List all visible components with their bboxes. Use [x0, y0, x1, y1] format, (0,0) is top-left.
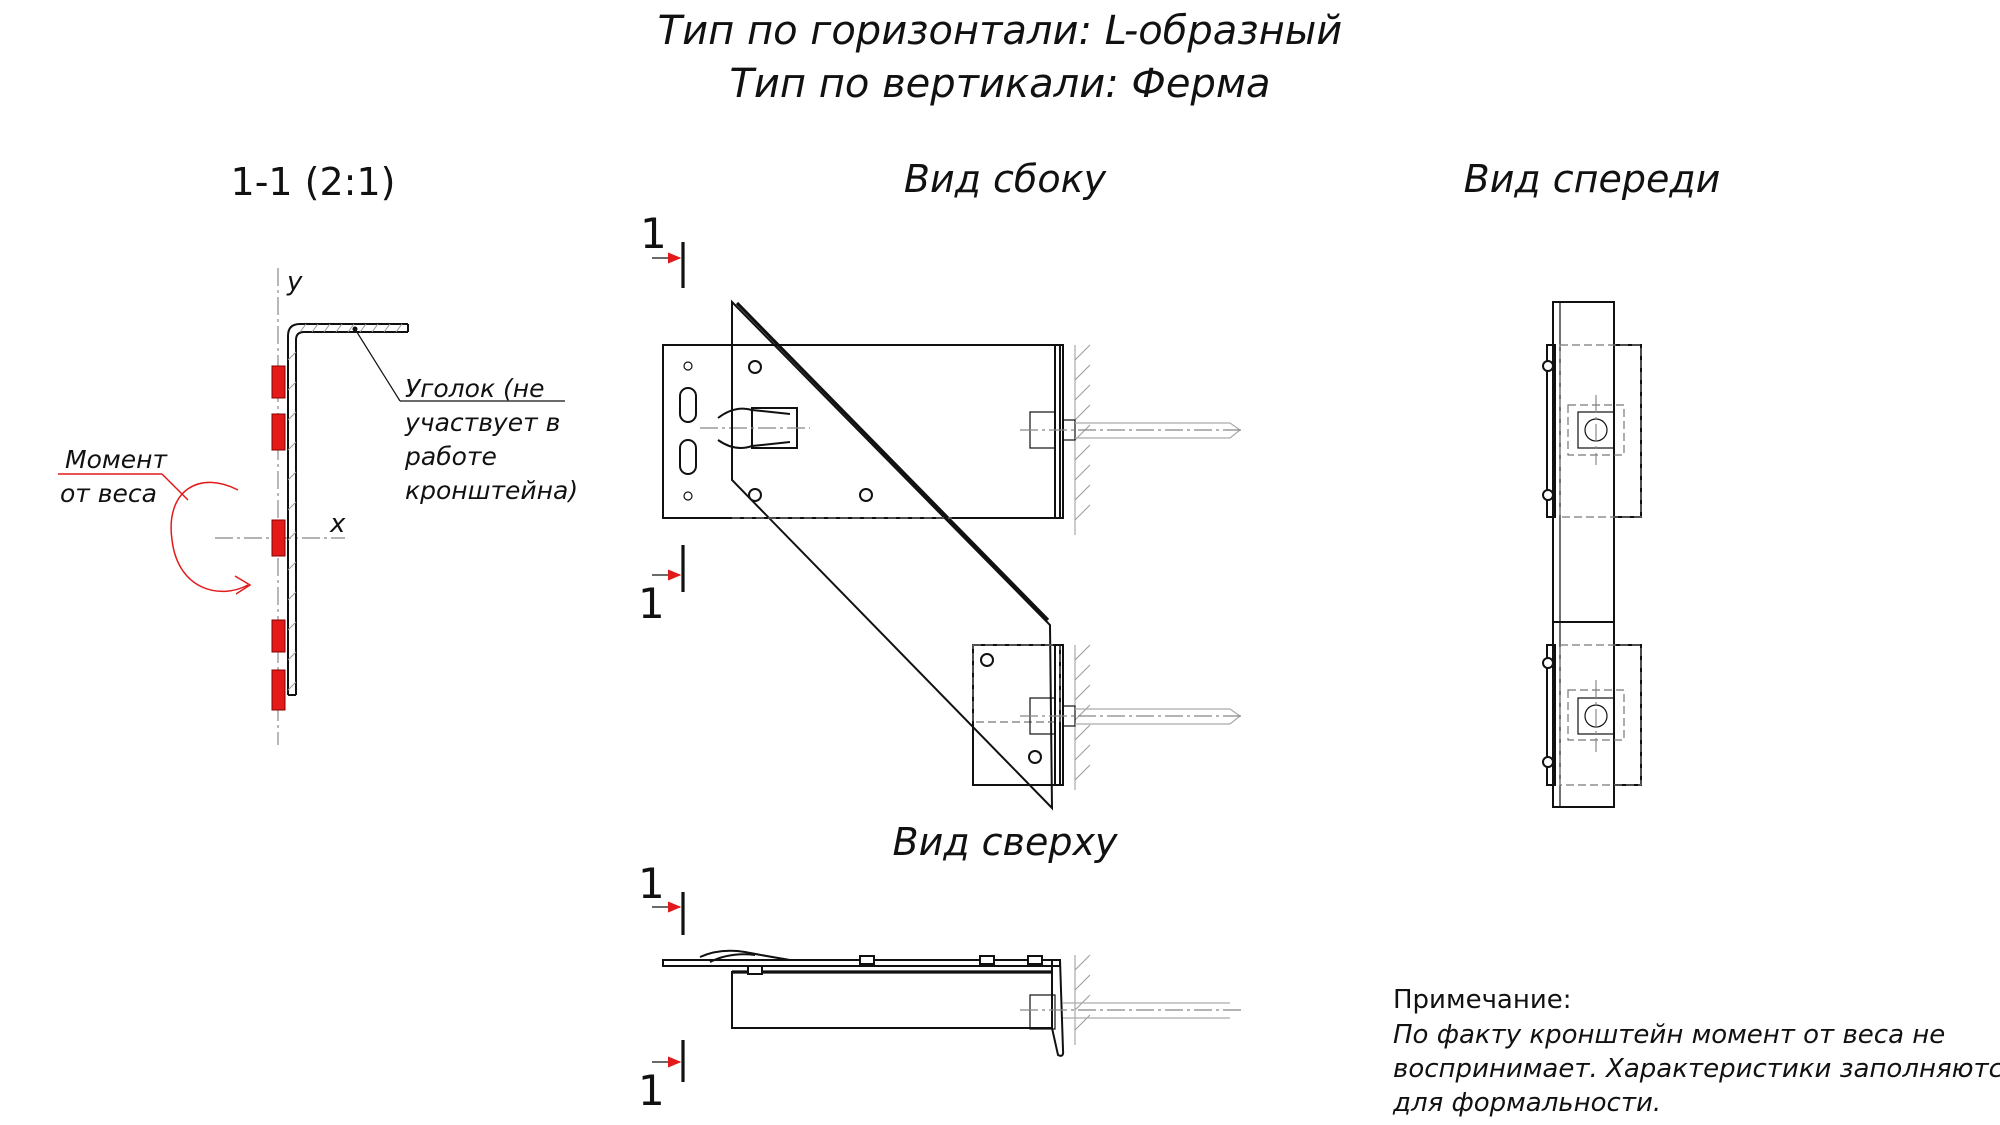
moment-leader — [161, 473, 189, 501]
section-title: 1-1 (2:1) — [231, 160, 396, 204]
angle-label-2: участвует в — [404, 408, 560, 437]
note-line-3: для формальности. — [1392, 1088, 1661, 1118]
moment-label-2: от веса — [60, 479, 157, 508]
angle-label-4: кронштейна) — [405, 476, 578, 505]
top-box — [731, 971, 1053, 1029]
front-upper-plate-left — [1546, 344, 1556, 518]
top-bolts — [747, 955, 1043, 975]
front-bolt-4 — [1542, 756, 1554, 768]
upper-wall-hatch — [1074, 344, 1091, 535]
bolt-markers-red — [271, 365, 286, 711]
cut-mark-top — [652, 242, 685, 288]
side-view-title: Вид сбоку — [904, 157, 1107, 201]
front-bolt-1 — [1542, 360, 1554, 372]
side-bolt-2 — [748, 488, 762, 502]
top-anchor — [1020, 994, 1245, 1030]
side-view: Вид сбоку 1 1 — [638, 157, 1245, 811]
moment-label-1: Момент — [65, 445, 168, 474]
lower-anchor — [1020, 697, 1245, 735]
upper-box — [662, 344, 1061, 519]
top-wall-plate — [1051, 959, 1065, 1057]
moment-arrowhead — [234, 575, 252, 595]
front-lower-box — [1613, 644, 1642, 786]
front-main-body — [1552, 301, 1615, 808]
top-view: Вид сверху 1 1 — [638, 820, 1245, 1115]
cut-label-3: 1 — [638, 859, 665, 908]
note-heading: Примечание: — [1393, 985, 1572, 1015]
front-upper-box — [1613, 344, 1642, 518]
header-line-1: Тип по горизонтали: L-образный — [658, 8, 1343, 54]
side-bolt-3 — [859, 488, 873, 502]
front-view-title: Вид спереди — [1464, 157, 1721, 201]
front-lower-plate-left — [1546, 644, 1556, 786]
section-1-1: 1-1 (2:1) y x — [58, 160, 578, 745]
side-bolt-1 — [748, 360, 762, 374]
top-rod — [699, 949, 791, 961]
note-line-1: По факту кронштейн момент от веса не — [1393, 1020, 1945, 1050]
front-bolt-3 — [1542, 657, 1554, 669]
top-cut-mark-lower — [652, 1040, 685, 1082]
angle-label-3: работе — [404, 442, 497, 471]
diagonal-strut — [731, 299, 1054, 811]
side-plate-slots — [679, 361, 697, 501]
front-view: Вид спереди — [1464, 157, 1721, 808]
front-bolt-2 — [1542, 489, 1554, 501]
top-cut-mark-upper — [652, 892, 685, 935]
front-lower-anchor — [1567, 680, 1625, 752]
axis-y-label: y — [286, 267, 303, 297]
angle-leader — [352, 326, 565, 402]
moment-arrow — [170, 481, 249, 593]
upper-anchor — [1020, 411, 1245, 449]
angle-profile — [287, 323, 409, 696]
inner-rod — [700, 407, 810, 449]
angle-label-1: Уголок (не — [405, 374, 544, 403]
note-line-2: воспринимает. Характеристики заполняются — [1393, 1054, 2000, 1084]
header-line-2: Тип по вертикали: Ферма — [729, 61, 1270, 107]
cut-label-4: 1 — [638, 1066, 665, 1115]
cut-label-2: 1 — [638, 579, 665, 628]
cut-label-1: 1 — [640, 209, 667, 258]
cut-mark-bottom — [652, 545, 685, 592]
front-upper-anchor — [1567, 395, 1625, 465]
lower-wall-hatch — [1074, 644, 1091, 790]
top-wall-hatch — [1074, 954, 1091, 1045]
top-view-title: Вид сверху — [893, 820, 1118, 864]
side-bolt-4 — [980, 653, 994, 667]
axis-x-label: x — [329, 509, 346, 539]
lower-box-hidden — [972, 644, 1061, 723]
side-bolt-5 — [1028, 750, 1042, 764]
note-block: Примечание: По факту кронштейн момент от… — [1392, 985, 2000, 1118]
